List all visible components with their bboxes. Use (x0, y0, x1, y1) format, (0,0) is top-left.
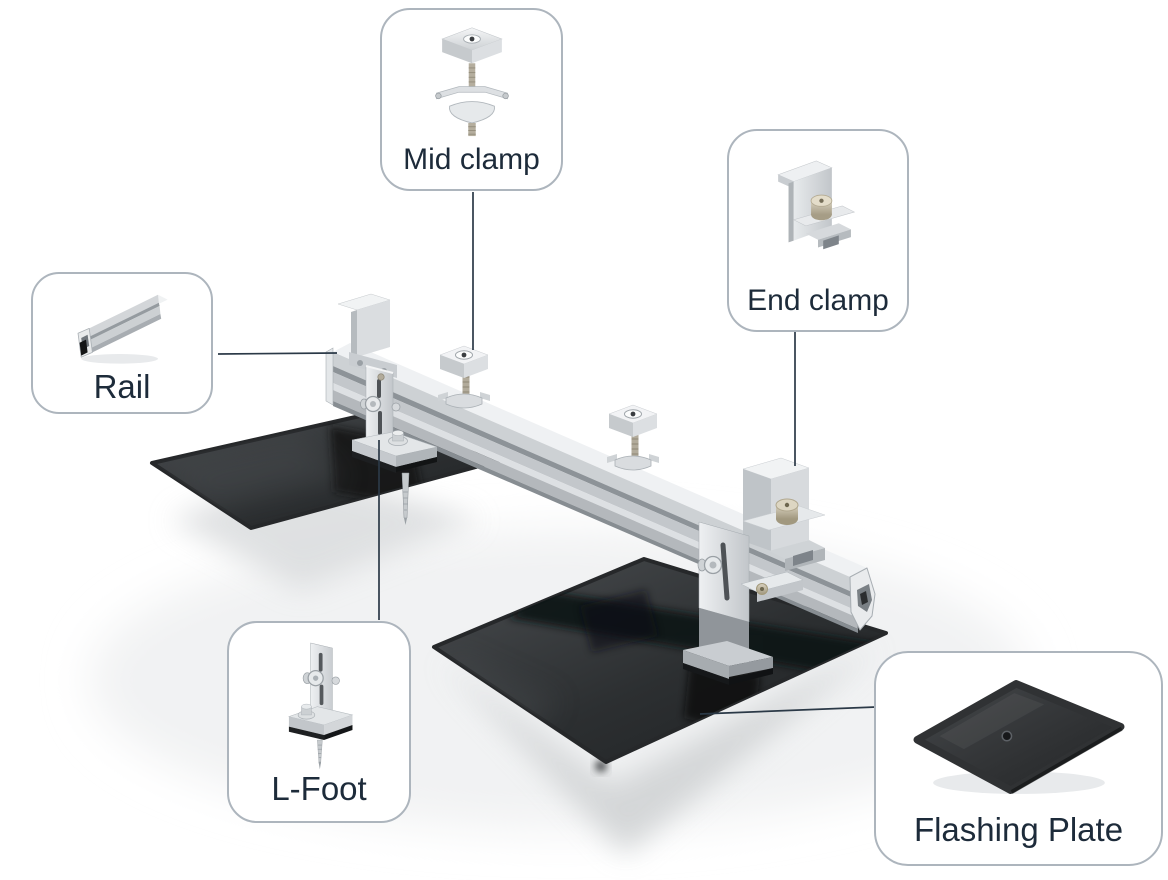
mid-clamp-b-3d (607, 404, 659, 471)
callout-box-flashing-plate: Flashing Plate (874, 651, 1163, 866)
rail-label: Rail (93, 368, 151, 405)
rail-image (33, 274, 211, 370)
flashing-plate-label: Flashing Plate (913, 811, 1124, 849)
flashing-plate-image (876, 653, 1161, 813)
callout-box-rail: Rail (31, 272, 213, 414)
l-foot-left-3d (351, 365, 438, 525)
flashing-plate-icon (913, 680, 1124, 795)
l-foot-label: L-Foot (271, 770, 367, 808)
end-clamp-right-3d (742, 457, 826, 571)
end-clamp-label: End clamp (747, 283, 889, 317)
callout-box-l-foot: L-Foot (227, 621, 411, 823)
end-clamp-image (729, 131, 907, 285)
callout-box-end-clamp: End clamp (727, 129, 909, 332)
mid-clamp-icon (434, 27, 509, 136)
mid-clamp-a-3d (438, 345, 490, 409)
callout-line-flashing-plate (699, 706, 877, 715)
mid-clamp-image (382, 10, 561, 144)
rail-icon (77, 294, 168, 364)
callout-lines (217, 192, 877, 715)
callout-line-rail (217, 352, 338, 355)
l-foot-icon (288, 642, 354, 769)
l-foot-image (229, 623, 409, 772)
callout-box-mid-clamp: Mid clamp (380, 8, 563, 191)
end-clamp-icon (777, 160, 856, 250)
l-foot-right-3d (683, 521, 804, 685)
mid-clamp-label: Mid clamp (403, 142, 540, 176)
